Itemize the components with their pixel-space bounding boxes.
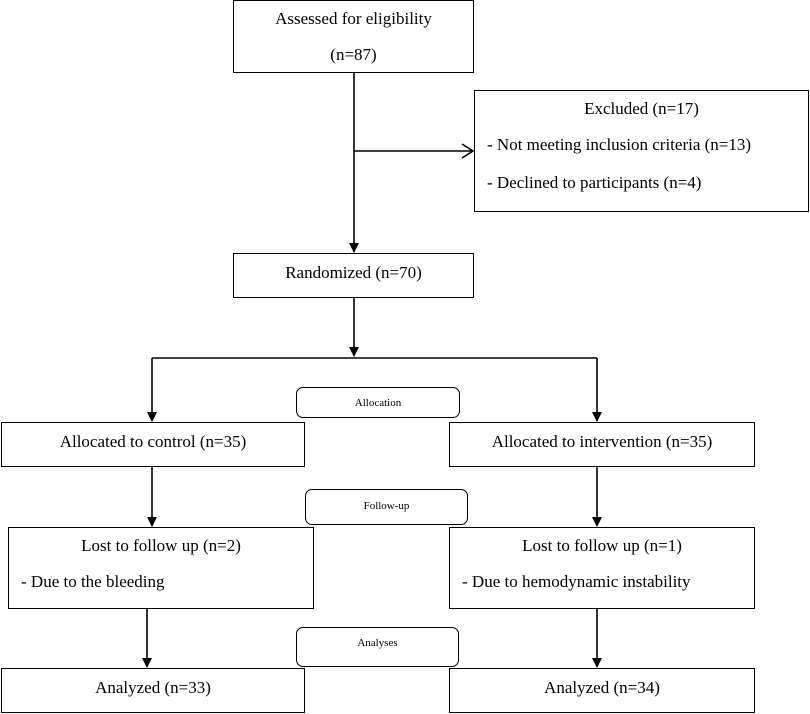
- excluded-title: Excluded (n=17): [584, 99, 699, 118]
- intervention-analyzed-label: Analyzed (n=34): [544, 678, 660, 697]
- control-analyzed-box: Analyzed (n=33): [1, 668, 305, 713]
- intervention-allocated-box: Allocated to intervention (n=35): [449, 422, 755, 467]
- assessed-box: Assessed for eligibility (n=87): [233, 0, 474, 73]
- stage-analyses-label: Analyses: [357, 637, 398, 649]
- intervention-lost-box: Lost to follow up (n=1) - Due to hemodyn…: [449, 527, 755, 609]
- stage-follow-up-label: Follow-up: [363, 500, 410, 512]
- control-lost-title: Lost to follow up (n=2): [81, 536, 241, 555]
- control-analyzed-label: Analyzed (n=33): [95, 678, 211, 697]
- intervention-lost-reason: - Due to hemodynamic instability: [462, 572, 691, 591]
- open-arrowhead-icon: [461, 143, 475, 159]
- control-allocated-box: Allocated to control (n=35): [1, 422, 305, 467]
- randomized-title: Randomized (n=70): [285, 263, 422, 282]
- excluded-reason: - Not meeting inclusion criteria (n=13): [487, 135, 752, 154]
- stage-follow-up: Follow-up: [305, 489, 468, 525]
- randomized-box: Randomized (n=70): [233, 253, 474, 298]
- control-allocated-label: Allocated to control (n=35): [59, 432, 247, 451]
- intervention-analyzed-box: Analyzed (n=34): [449, 668, 755, 713]
- stage-analyses: Analyses: [296, 627, 459, 667]
- control-lost-box: Lost to follow up (n=2) - Due to the ble…: [8, 527, 314, 609]
- excluded-box: Excluded (n=17) - Not meeting inclusion …: [474, 90, 809, 212]
- stage-allocation-label: Allocation: [354, 397, 402, 409]
- stage-allocation: Allocation: [296, 387, 460, 418]
- intervention-allocated-label: Allocated to intervention (n=35): [491, 432, 713, 451]
- assessed-title: Assessed for eligibility: [275, 9, 432, 28]
- control-lost-reason: - Due to the bleeding: [21, 572, 165, 591]
- intervention-lost-title: Lost to follow up (n=1): [522, 536, 682, 555]
- assessed-count: (n=87): [330, 45, 377, 64]
- excluded-reason: - Declined to participants (n=4): [487, 173, 702, 192]
